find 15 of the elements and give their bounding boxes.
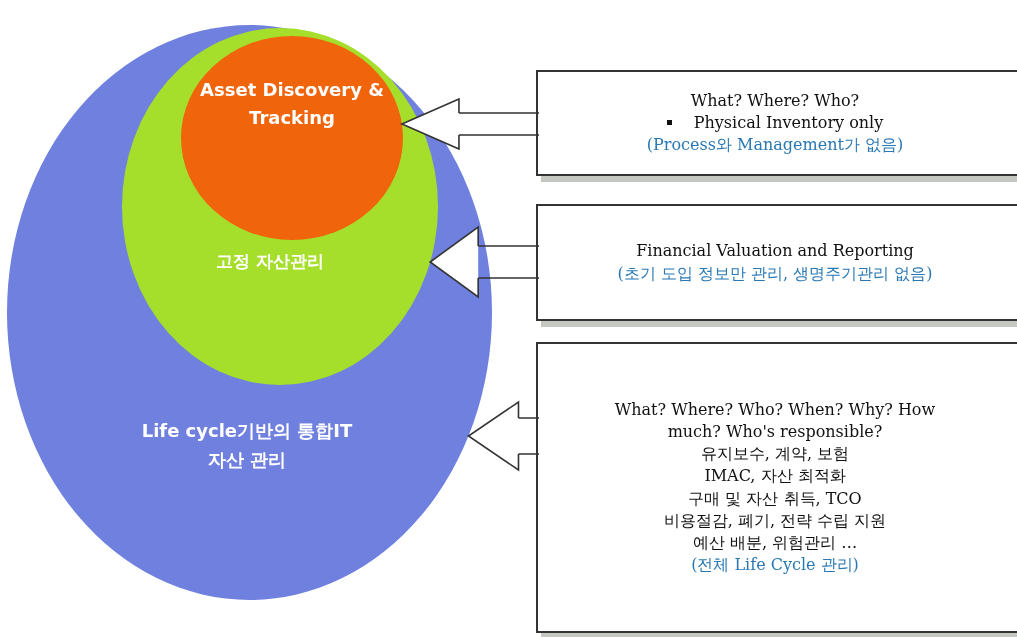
circle-label: 고정 자산관리 bbox=[215, 250, 325, 273]
circle-label: Asset Discovery & Tracking bbox=[199, 78, 385, 130]
box-text: What? Where? Who? When? Why? How much? Who's responsible? bbox=[613, 399, 937, 444]
circle-label: Life cycle기반의 통합IT자산 관리 bbox=[140, 419, 354, 472]
box-text: IMAC, 자산 최적화 bbox=[704, 465, 846, 488]
box-text: What? Where? Who? bbox=[690, 89, 860, 112]
box-text: 예산 배분, 위험관리 … bbox=[692, 531, 858, 554]
box-text: (전체 Life Cycle 관리) bbox=[691, 553, 859, 576]
box-text: (초기 도입 정보만 관리, 생명주기관리 없음) bbox=[617, 262, 933, 285]
box-text: 비용절감, 폐기, 전략 수립 지원 bbox=[663, 509, 887, 532]
box-text: 유지보수, 계약, 보험 bbox=[700, 443, 850, 466]
box-text: (Process와 Management가 없음) bbox=[646, 134, 904, 157]
box-text: Physical Inventory only bbox=[693, 111, 884, 134]
box-text: Financial Valuation and Reporting bbox=[636, 240, 914, 263]
box-text: 구매 및 자산 취득, TCO bbox=[688, 487, 862, 510]
